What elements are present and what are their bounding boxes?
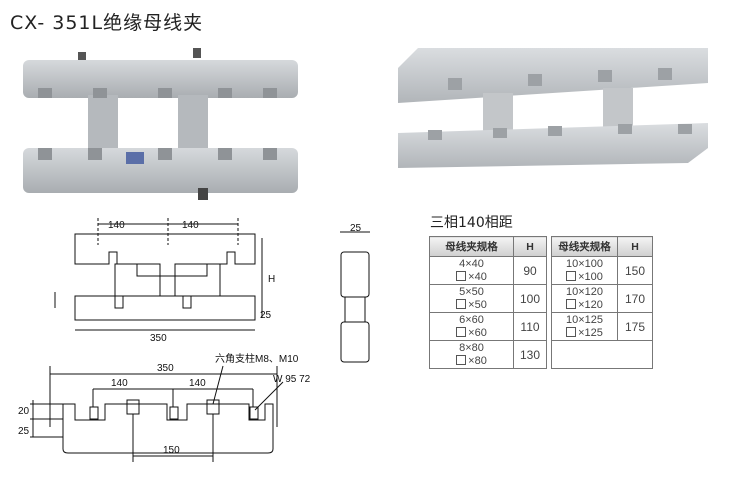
spec-secondary: ×100	[578, 270, 603, 283]
w-note: W 95 72	[273, 374, 311, 385]
spec-primary: 4×40	[459, 257, 484, 270]
square-icon	[456, 326, 467, 337]
table-row: 4×40×40 90	[429, 256, 547, 285]
dim-20-bottom: 20	[18, 406, 30, 417]
dim-150: 150	[163, 445, 180, 456]
product-photo-perspective	[398, 48, 708, 168]
h-value: 110	[513, 312, 547, 341]
square-icon	[456, 354, 467, 365]
spec-primary: 8×80	[459, 341, 484, 354]
spec-primary: 5×50	[459, 285, 484, 298]
spec-secondary: ×50	[468, 298, 487, 311]
dim-140-right: 140	[182, 220, 199, 231]
bolt-note: 六角支柱M8、M10	[215, 352, 299, 365]
dim-25-side: 25	[350, 223, 362, 234]
drawing-front-view: 350 140 140 150 六角支柱M8、M10 W 95 72 25 20	[18, 352, 311, 462]
table-row: 6×60×60 110	[429, 312, 547, 341]
spec-primary: 10×120	[565, 285, 603, 298]
header-h: H	[617, 236, 653, 257]
dim-25: 25	[260, 310, 272, 321]
square-icon	[566, 270, 577, 281]
dim-25-bottom: 25	[18, 426, 30, 437]
product-photo-front	[23, 48, 298, 200]
spec-primary: 10×125	[565, 313, 603, 326]
h-value: 90	[513, 256, 547, 285]
drawing-side-view: 25	[340, 223, 370, 363]
h-value: 150	[617, 256, 653, 285]
h-value: 175	[617, 312, 653, 341]
spec-secondary: ×120	[578, 298, 603, 311]
empty-cell	[551, 340, 653, 369]
dim-h: H	[268, 274, 275, 285]
spec-primary: 6×60	[459, 313, 484, 326]
table-row: 10×100×100 150	[551, 256, 653, 285]
square-icon	[456, 270, 467, 281]
spec-secondary: ×40	[468, 270, 487, 283]
header-spec: 母线夹规格	[429, 236, 514, 257]
table-row: 10×125×125 175	[551, 312, 653, 341]
square-icon	[566, 326, 577, 337]
table-row: 5×50×50 100	[429, 284, 547, 313]
dim-140-left: 140	[108, 220, 125, 231]
square-icon	[456, 298, 467, 309]
table-row: 8×80×80 130	[429, 340, 547, 369]
spec-secondary: ×80	[468, 354, 487, 367]
header-spec: 母线夹规格	[551, 236, 618, 257]
h-value: 100	[513, 284, 547, 313]
dim-140-right-bottom: 140	[189, 378, 206, 389]
dim-140-left-bottom: 140	[111, 378, 128, 389]
spec-secondary: ×125	[578, 326, 603, 339]
h-value: 170	[617, 284, 653, 313]
table-row: 10×120×120 170	[551, 284, 653, 313]
spec-secondary: ×60	[468, 326, 487, 339]
dim-350-bottom: 350	[157, 363, 174, 374]
table-title: 三相140相距	[430, 215, 513, 231]
dim-350: 350	[150, 333, 167, 344]
page-title: CX- 351L绝缘母线夹	[10, 12, 204, 34]
header-h: H	[513, 236, 547, 257]
h-value: 130	[513, 340, 547, 369]
square-icon	[566, 298, 577, 309]
drawing-top-view: 140 140 H 20 25 350	[54, 218, 275, 344]
spec-primary: 10×100	[565, 257, 603, 270]
